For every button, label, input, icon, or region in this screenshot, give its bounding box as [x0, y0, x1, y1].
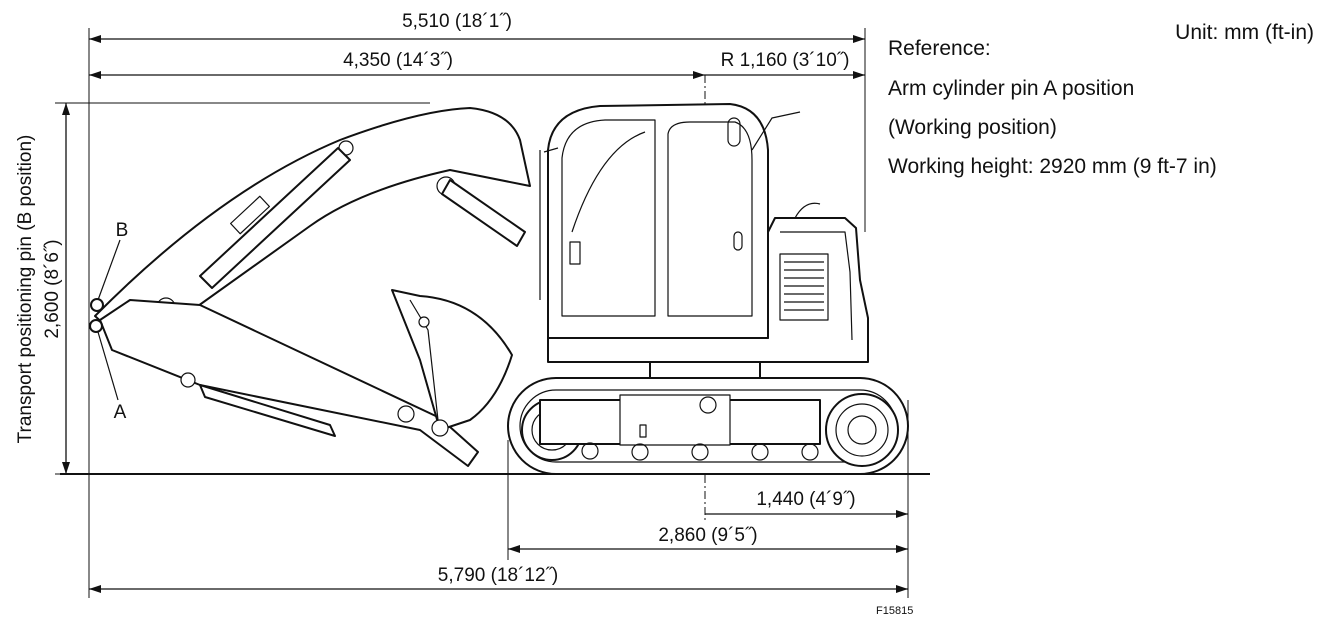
- unit-label: Unit: mm (ft-in): [1175, 21, 1314, 44]
- dim-overall-bottom: 5,790 (18´12˝): [438, 565, 558, 586]
- reference-line-1: Arm cylinder pin A position: [888, 77, 1134, 100]
- pin-label-a: A: [114, 402, 127, 423]
- pin-a: [89, 319, 103, 333]
- reference-line-2: (Working position): [888, 116, 1057, 139]
- reference-line-3: Working height: 2920 mm (9 ft-7 in): [888, 155, 1217, 178]
- crawler-track: [507, 377, 909, 475]
- reference-heading: Reference:: [888, 37, 991, 60]
- dim-height: 2,600 (8´6˝): [42, 239, 63, 338]
- dimension-lines: [62, 35, 908, 593]
- pin-b: [90, 298, 104, 312]
- dim-track-length: 2,860 (9´5˝): [658, 525, 757, 546]
- dim-overall-top: 5,510 (18´1˝): [402, 11, 512, 32]
- boom: [94, 107, 531, 331]
- dim-tail-radius: R 1,160 (3´10˝): [721, 50, 850, 71]
- dim-front-to-swing: 4,350 (14´3˝): [343, 50, 453, 71]
- excavator: [89, 103, 909, 475]
- boom-cylinder: [199, 147, 351, 289]
- vertical-label: Transport positioning pin (B position): [15, 135, 36, 444]
- figure-code: F15815: [876, 605, 913, 617]
- bucket: [391, 289, 513, 437]
- cab: [539, 103, 801, 339]
- pin-label-b: B: [116, 220, 129, 241]
- arm: [99, 299, 479, 467]
- arm-cylinder: [441, 179, 526, 247]
- dim-center-to-track-end: 1,440 (4´9˝): [756, 489, 855, 510]
